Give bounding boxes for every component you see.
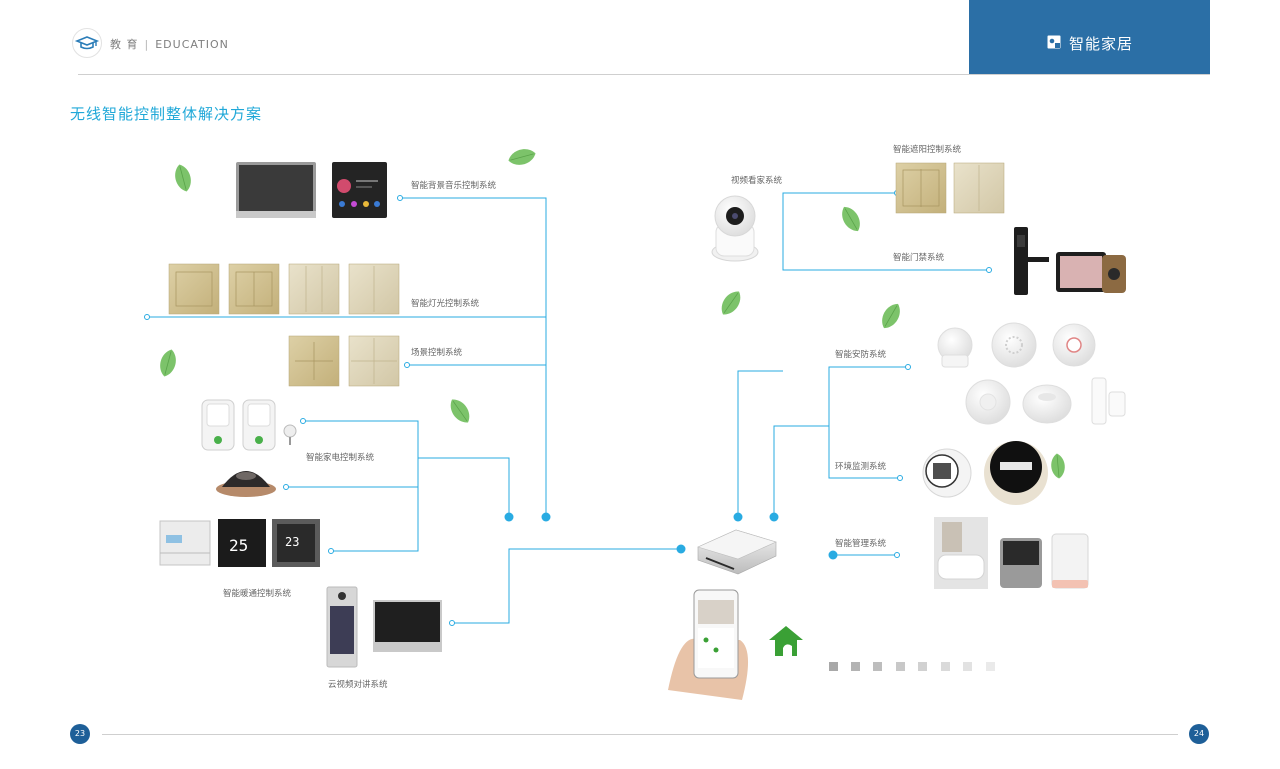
progress-square: [918, 662, 927, 671]
thermostat-reading-2: 23: [285, 535, 299, 549]
progress-square: [986, 662, 995, 671]
progress-square: [851, 662, 860, 671]
connector-lines-right: [737, 192, 989, 556]
music-panel-device: [236, 162, 387, 218]
page-title: 无线智能控制整体解决方案: [70, 105, 263, 123]
label-hvac-system: 智能暖通控制系统: [223, 589, 292, 599]
progress-square: [963, 662, 972, 671]
page-number-right: 24: [1189, 724, 1209, 744]
label-security-system: 智能安防系统: [835, 350, 887, 360]
header-divider: [78, 74, 1210, 75]
lighting-switches: [168, 263, 400, 315]
ir-remote-device: [216, 471, 276, 497]
label-video-care-system: 视频看家系统: [731, 176, 783, 186]
security-camera-device: [711, 195, 759, 262]
label-shading-system: 智能遮阳控制系统: [893, 145, 962, 155]
page-number-left: 23: [70, 724, 90, 744]
label-music-system: 智能背景音乐控制系统: [411, 181, 497, 191]
footer-divider: [102, 734, 1178, 735]
graduation-cap-icon: [74, 36, 100, 50]
intercom-devices: [326, 586, 442, 668]
progress-square: [941, 662, 950, 671]
label-intercom-system: 云视频对讲系统: [328, 680, 388, 690]
section-label-en: EDUCATION: [155, 38, 229, 51]
smart-plug-devices: [201, 399, 297, 451]
tab-title: 智能家居: [1069, 35, 1134, 53]
security-sensors: [937, 322, 1126, 425]
gateway-hub-device: [697, 529, 777, 575]
progress-square: [829, 662, 838, 671]
home-app-logo-icon: [769, 626, 803, 656]
hvac-devices: 25 23: [159, 519, 320, 567]
connector-lines-left: [147, 197, 681, 624]
shading-switches: [895, 162, 1005, 214]
environment-sensors: [922, 441, 1048, 505]
smart-home-icon: [1047, 35, 1061, 49]
label-lighting-system: 智能灯光控制系统: [411, 299, 480, 309]
label-management-system: 智能管理系统: [835, 539, 887, 549]
label-environment-system: 环境监测系统: [835, 462, 887, 472]
label-door-access-system: 智能门禁系统: [893, 253, 945, 263]
label-appliance-system: 智能家电控制系统: [306, 453, 375, 463]
education-logo: [72, 28, 102, 58]
management-devices: [934, 517, 1089, 589]
connector-endpoints: [504, 512, 838, 560]
progress-square: [873, 662, 882, 671]
label-scene-system: 场景控制系统: [411, 348, 463, 358]
progress-square: [896, 662, 905, 671]
scene-switches: [288, 335, 400, 387]
header-tab: 智能家居: [969, 0, 1210, 74]
phone-app-device: [668, 589, 749, 700]
door-lock-devices: [1014, 227, 1126, 295]
thermostat-reading-1: 25: [229, 536, 248, 555]
section-label: 教 育|EDUCATION: [110, 38, 229, 51]
